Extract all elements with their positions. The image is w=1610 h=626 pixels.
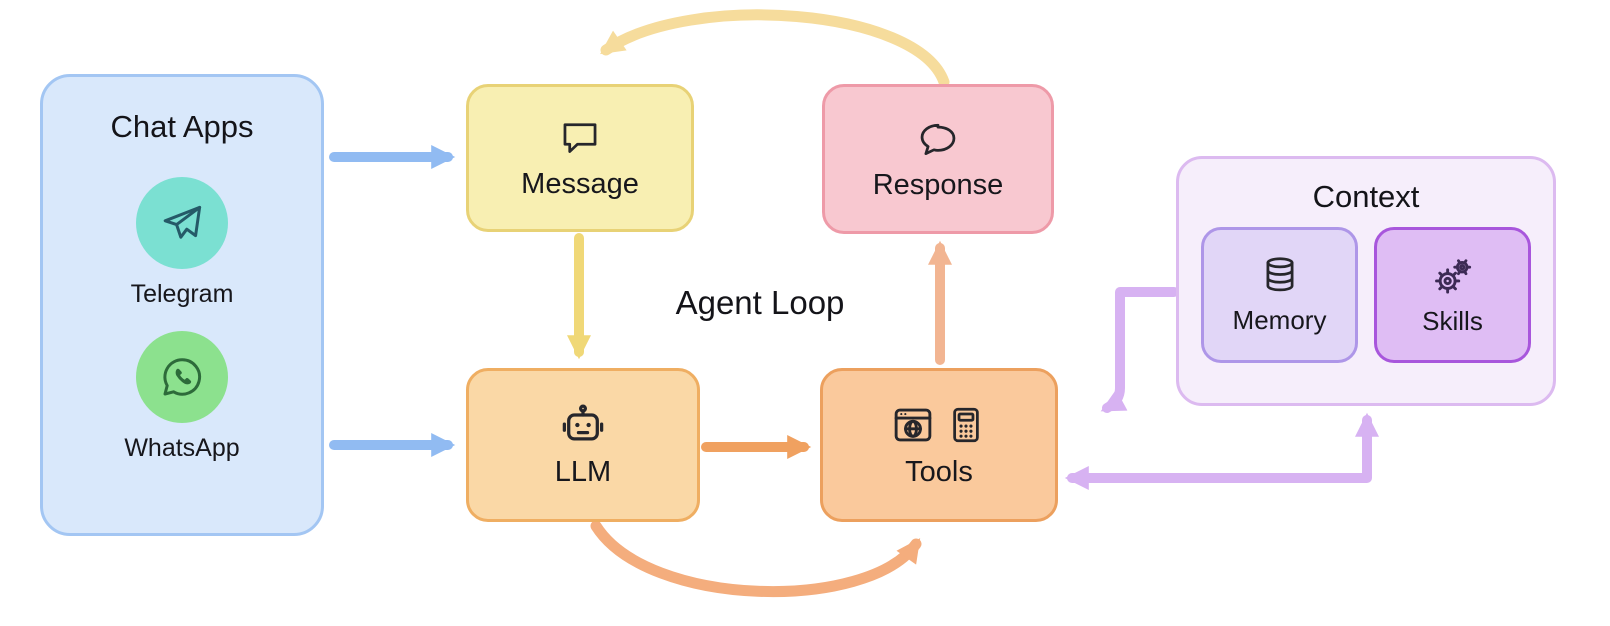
context-title: Context	[1312, 179, 1420, 214]
database-icon	[1258, 254, 1302, 303]
tools-label: Tools	[905, 455, 973, 488]
gears-icon	[1430, 253, 1476, 304]
calculator-icon	[944, 402, 988, 453]
browser-icon	[890, 402, 936, 453]
tools-icons	[890, 402, 988, 453]
memory-node: Memory	[1201, 227, 1358, 363]
speech-bubble-round-icon	[915, 117, 961, 166]
message-node: Message	[466, 84, 694, 232]
arrow-llm-to-tools-curve	[590, 520, 922, 598]
agent-loop-title: Agent Loop	[675, 284, 845, 321]
telegram-icon	[136, 177, 228, 269]
skills-label: Skills	[1422, 306, 1483, 336]
whatsapp-icon	[136, 331, 228, 423]
speech-bubble-square-icon	[557, 116, 603, 165]
memory-label: Memory	[1232, 305, 1327, 335]
response-label: Response	[872, 168, 1004, 201]
skills-node: Skills	[1374, 227, 1531, 363]
telegram-label: Telegram	[130, 280, 234, 308]
arrow-response-to-message-curve	[600, 9, 950, 88]
llm-node: LLM	[466, 368, 700, 522]
llm-label: LLM	[554, 455, 612, 488]
whatsapp-label: WhatsApp	[124, 434, 240, 462]
chat-apps-group: Chat Apps Telegram WhatsApp	[40, 74, 324, 536]
arrow-context-to-tools-elbow	[1100, 287, 1179, 413]
tools-node: Tools	[820, 368, 1058, 522]
response-node: Response	[822, 84, 1054, 234]
chat-apps-title: Chat Apps	[110, 109, 254, 144]
context-row: Memory Skills	[1179, 227, 1553, 363]
arrow-tools-context-elbow	[1064, 412, 1379, 490]
message-label: Message	[521, 167, 639, 200]
context-group: Context Memory	[1176, 156, 1556, 406]
robot-icon	[557, 402, 609, 453]
